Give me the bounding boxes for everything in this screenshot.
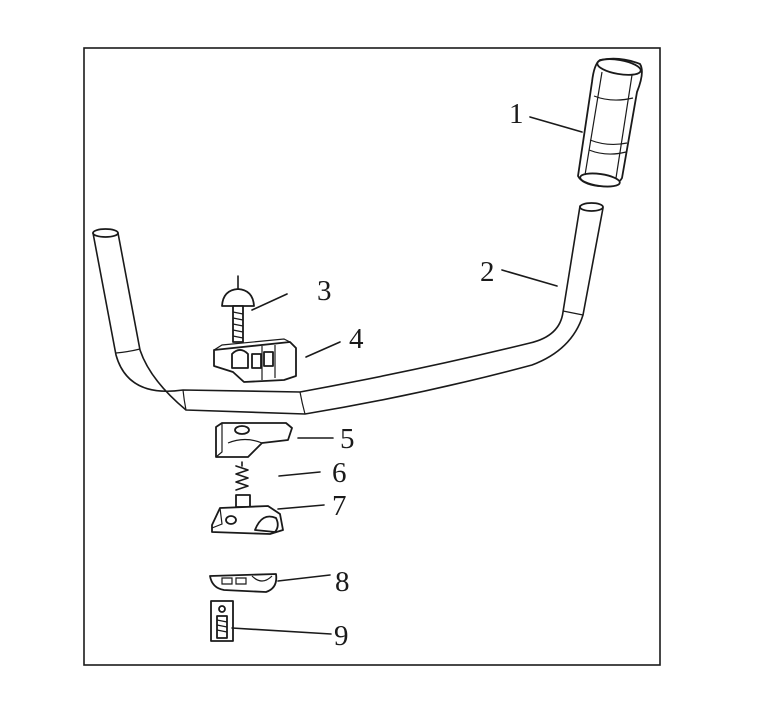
screw-plate-part: [210, 600, 234, 642]
part-label-5: 5: [340, 423, 355, 455]
leader-line-2: [501, 269, 558, 287]
part-label-9: 9: [334, 620, 349, 652]
leader-line-8: [277, 574, 331, 582]
leader-line-3: [251, 293, 288, 311]
clamp-base-part: [215, 422, 293, 458]
part-label-2: 2: [480, 256, 495, 288]
diagram-frame: [83, 47, 661, 666]
part-label-6: 6: [332, 457, 347, 489]
part-label-1: 1: [509, 98, 524, 130]
bolt-part: [221, 275, 255, 343]
mount-bracket-part: [211, 494, 284, 535]
leader-line-1: [529, 116, 583, 133]
leader-line-6: [278, 471, 321, 477]
part-label-4: 4: [349, 323, 364, 355]
handlebar-part: [92, 202, 604, 415]
clamp-top-part: [213, 338, 297, 383]
leader-line-9: [231, 627, 332, 635]
leader-line-4: [305, 341, 341, 358]
cover-part: [209, 573, 278, 593]
part-label-7: 7: [332, 490, 347, 522]
part-label-8: 8: [335, 566, 350, 598]
part-label-3: 3: [317, 275, 332, 307]
leader-line-7: [277, 504, 325, 510]
spring-part: [235, 461, 249, 491]
grip-part: [577, 57, 643, 188]
